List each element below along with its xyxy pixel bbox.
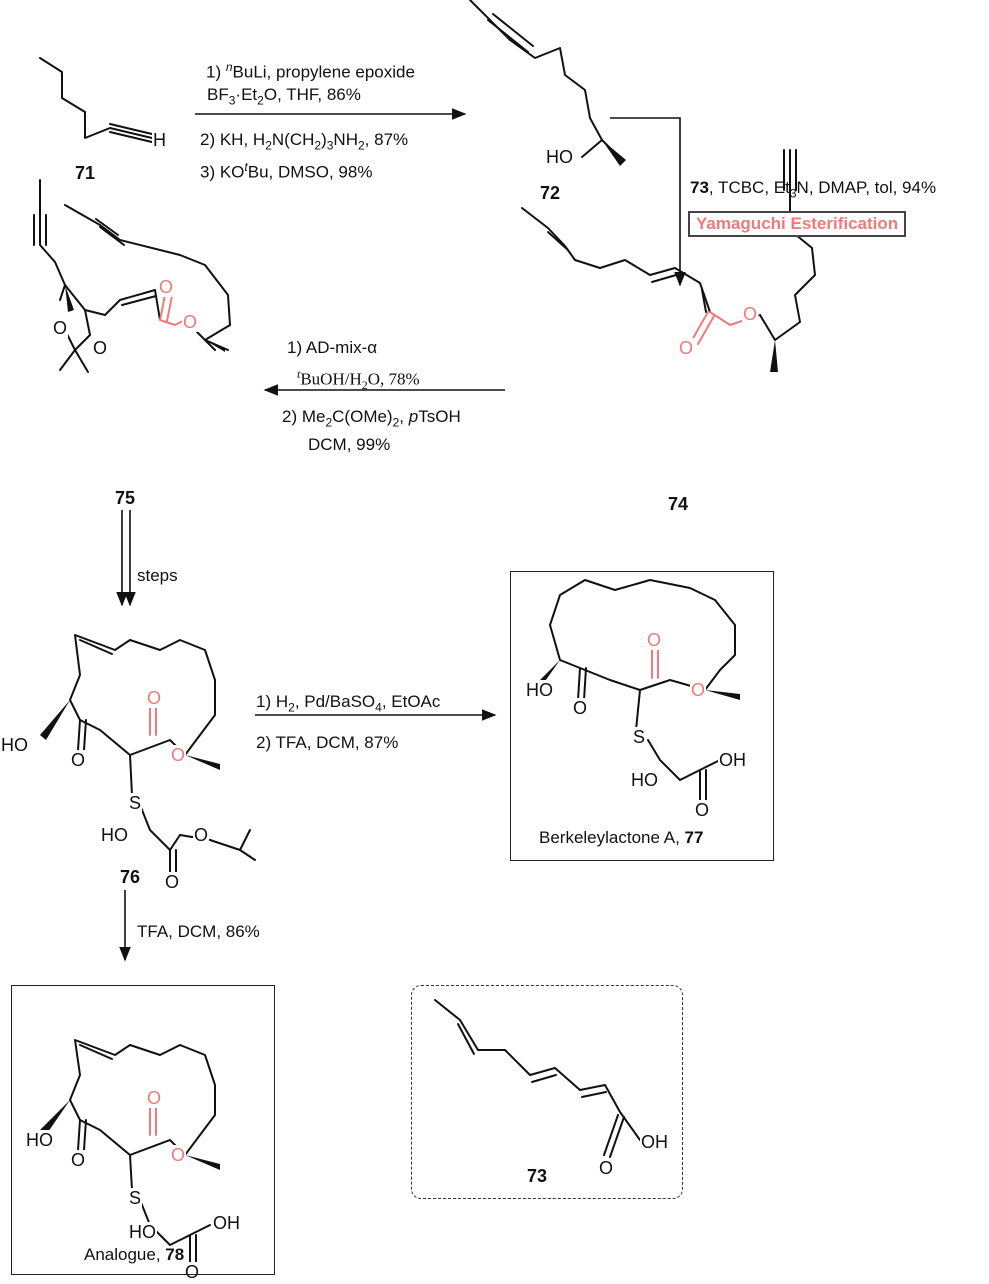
atom-76-S: S	[128, 793, 143, 813]
atom-78-ketone-O: O	[70, 1150, 87, 1170]
berkeleylactone-name: Berkeleylactone A, 77	[539, 828, 704, 847]
atom-76-ester-O2: O	[193, 825, 210, 845]
analogue-box	[11, 985, 275, 1275]
atom-78-carbonyl-O: O	[146, 1088, 163, 1108]
step3-line2: tBuOH/H2O, 78%	[297, 367, 420, 393]
atom-76-ketone-O: O	[70, 750, 87, 770]
atom-75-ester-O: O	[182, 312, 199, 332]
step1-line2: BF3·Et2O, THF, 86%	[207, 85, 361, 108]
atom-76-carbonyl-O: O	[146, 688, 163, 708]
atom-73-O: O	[598, 1158, 615, 1178]
structure-75	[33, 179, 231, 373]
compound-label-75: 75	[115, 488, 136, 508]
yamaguchi-esterification-badge: Yamaguchi Esterification	[688, 211, 907, 237]
atom-76-carbonyl-O2: O	[164, 872, 181, 892]
compound-label-71: 71	[75, 163, 96, 183]
atom-74-carbonyl-O: O	[678, 338, 695, 358]
atom-77-ketone-O: O	[572, 698, 589, 718]
atom-72-HO: HO	[545, 147, 574, 167]
atom-77-HO-side: HO	[630, 770, 659, 790]
atom-77-acid-O: O	[694, 800, 711, 820]
atom-78-acid-O: O	[184, 1262, 201, 1282]
atom-73-OH: OH	[640, 1132, 669, 1152]
compound-label-72: 72	[540, 183, 561, 203]
arrow-72-to-74	[610, 117, 686, 287]
structure-71	[39, 57, 153, 143]
step3-line4: DCM, 99%	[308, 435, 391, 454]
step2-conditions: 73, TCBC, Et3N, DMAP, tol, 94%	[690, 178, 937, 201]
atom-78-HO: HO	[25, 1130, 54, 1150]
structure-73	[434, 999, 641, 1158]
atom-76-ester-O: O	[170, 745, 187, 765]
step5-line2: 2) TFA, DCM, 87%	[256, 733, 399, 752]
atom-78-ester-O: O	[170, 1145, 187, 1165]
compound-label-74: 74	[668, 494, 689, 514]
atom-78-HO-side: HO	[128, 1222, 157, 1242]
atom-76-HO-side: HO	[100, 825, 129, 845]
step4-label: steps	[137, 566, 178, 585]
step1-line1: 1) nBuLi, propylene epoxide	[206, 60, 415, 82]
structure-78	[40, 1039, 220, 1266]
atom-77-OH: OH	[718, 750, 747, 770]
atom-78-OH: OH	[212, 1213, 241, 1233]
atom-75-O1: O	[52, 318, 69, 338]
berkeleylactone-box	[510, 571, 774, 861]
step3-line3: 2) Me2C(OMe)2, pTsOH	[282, 407, 461, 430]
atom-77-S: S	[632, 727, 647, 747]
atom-71-H: H	[152, 130, 167, 150]
atom-77-HO: HO	[525, 680, 554, 700]
atom-75-O2: O	[92, 338, 109, 358]
step5-line1: 1) H2, Pd/BaSO4, EtOAc	[256, 692, 441, 715]
compound-label-73: 73	[527, 1166, 548, 1186]
step1-line4: 3) KOtBu, DMSO, 98%	[200, 160, 373, 182]
structure-76	[40, 634, 256, 876]
step3-line1: 1) AD-mix-α	[287, 338, 378, 357]
atom-78-S: S	[128, 1188, 143, 1208]
atom-74-ester-O: O	[742, 304, 759, 324]
atom-75-carbonyl-O: O	[158, 277, 175, 297]
atom-77-ester-O: O	[690, 680, 707, 700]
compound-73-box	[411, 985, 683, 1199]
atom-77-carbonyl-O: O	[646, 630, 663, 650]
structure-72	[469, 0, 626, 166]
atom-76-HO: HO	[0, 735, 29, 755]
step1-line3: 2) KH, H2N(CH2)3NH2, 87%	[200, 130, 409, 153]
step6-label: TFA, DCM, 86%	[137, 922, 260, 941]
compound-label-76: 76	[120, 867, 141, 887]
analogue-name: Analogue, 78	[84, 1245, 185, 1264]
